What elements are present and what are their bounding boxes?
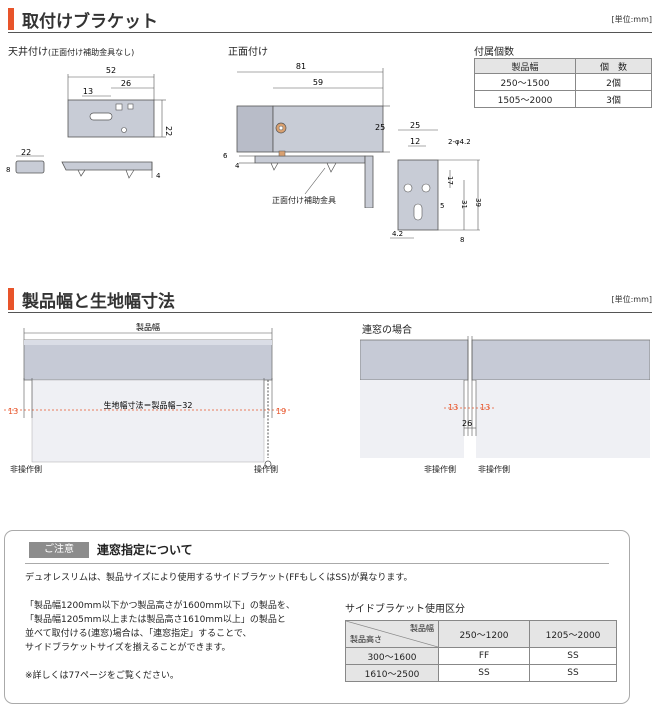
row-header: 1610～2500 <box>345 664 439 682</box>
joint-non-operating-left: 非操作側 <box>424 465 456 474</box>
ceiling-mount-label: 天井付け(正面付け補助金具なし) <box>8 43 134 58</box>
corner-bottom-label: 製品高さ <box>350 635 382 644</box>
section-title: 製品幅と生地幅寸法 <box>22 292 175 312</box>
ceiling-mount-title: 天井付け <box>8 47 48 58</box>
dim-31: 31 <box>460 200 468 209</box>
table-row: 300～1600 FF SS <box>345 647 617 665</box>
joint-right-dim: 13 <box>480 403 490 412</box>
notice-ref: ※詳しくは77ページをご覧ください。 <box>25 671 179 681</box>
section-rule <box>8 32 652 33</box>
section-accent-bar <box>8 288 14 310</box>
dim-25-detail: 25 <box>410 121 420 130</box>
count-cell: 3個 <box>575 90 652 108</box>
joint-non-operating-right: 非操作側 <box>478 465 510 474</box>
corner-diagonal <box>346 621 438 647</box>
fabric-formula: 生地幅寸法＝製品幅−32 <box>104 400 193 410</box>
count-cell: 250～1500 <box>474 73 576 91</box>
headrail <box>23 339 273 381</box>
right-dim: 19 <box>276 407 286 416</box>
unit-label: [単位:mm] <box>611 295 652 304</box>
ceiling-bracket-top-drawing: 52 26 13 22 <box>67 66 173 138</box>
dim-25: 25 <box>375 123 385 132</box>
side-bracket-table: 製品幅 製品高さ 250～1200 1205～2000 300～1600 FF … <box>345 620 617 682</box>
col-header: 1205～2000 <box>529 620 617 648</box>
table-cell: SS <box>438 664 530 682</box>
dim-13: 13 <box>83 87 93 96</box>
dim-5: 5 <box>440 202 444 210</box>
dim-8-detail: 8 <box>460 236 464 244</box>
section-rule <box>8 312 652 313</box>
section-header-bracket: 取付けブラケット [単位:mm] <box>8 6 652 33</box>
section-accent-bar <box>8 8 14 30</box>
table-cell: SS <box>529 664 617 682</box>
ceiling-mount-note: (正面付け補助金具なし) <box>48 48 135 57</box>
dim-6: 6 <box>223 152 228 160</box>
dim-22-bottom: 22 <box>21 148 31 157</box>
count-header-width: 製品幅 <box>474 58 576 74</box>
section-title: 取付けブラケット <box>22 12 158 32</box>
notice-title: 連窓指定について <box>97 543 193 557</box>
dim-4-front: 4 <box>235 162 240 170</box>
left-dim: 13 <box>8 407 18 416</box>
table-row: 1505～2000 3個 <box>474 90 652 108</box>
dim-17: 17 <box>446 176 454 185</box>
side-table-title: サイドブラケット使用区分 <box>345 604 465 615</box>
table-cell: SS <box>529 647 617 665</box>
front-bracket-drawing: 81 59 25 6 4 <box>223 62 390 208</box>
dim-8-left: 8 <box>6 166 10 174</box>
section-header-width: 製品幅と生地幅寸法 [単位:mm] <box>8 286 652 313</box>
bracket-slot <box>89 112 113 121</box>
notice-para-2: 「製品幅1205mm以上または製品高さ1610mm以上」の製品と <box>25 615 286 625</box>
notice-para-4: サイドブラケットサイズを揃えることができます。 <box>25 643 231 653</box>
aux-bracket-label: 正面付け補助金具 <box>272 196 336 205</box>
unit-label: [単位:mm] <box>611 15 652 24</box>
product-width-label: 製品幅 <box>136 322 160 332</box>
dim-59: 59 <box>313 78 323 87</box>
width-diagram: 製品幅 13 19 生地幅寸法＝製品幅−32 <box>4 322 290 468</box>
col-header: 250～1200 <box>438 620 530 648</box>
dim-39: 39 <box>474 198 482 207</box>
notice-para-3: 並べて取付ける(連窓)場合は、「連窓指定」することで、 <box>25 629 252 639</box>
fabric-panel <box>31 379 265 463</box>
corner-top-label: 製品幅 <box>410 624 434 633</box>
dim-81: 81 <box>296 62 306 71</box>
table-row: 250～1500 2個 <box>474 73 652 91</box>
hole-spec: 2-φ4.2 <box>448 138 471 146</box>
operating-side: 操作側 <box>254 465 278 474</box>
count-table-title: 付属個数 <box>474 47 514 58</box>
table-cell: FF <box>438 647 530 665</box>
corner-cell: 製品幅 製品高さ <box>345 620 439 648</box>
dim-52: 52 <box>106 66 116 75</box>
count-cell: 2個 <box>575 73 652 91</box>
dim-4-2: 4.2 <box>392 230 403 238</box>
joint-diagram: 13 13 26 <box>360 336 650 458</box>
notice-line1: デュオレスリムは、製品サイズにより使用するサイドブラケット(FFもしくはSS)が… <box>25 573 413 583</box>
row-header: 300～1600 <box>345 647 439 665</box>
ceiling-bracket-side-drawing: 22 8 4 <box>6 148 161 180</box>
notice-tag: ご注意 <box>29 542 89 558</box>
count-table: 製品幅 個 数 250～1500 2個 1505～2000 3個 <box>474 58 652 108</box>
front-mount-label: 正面付け <box>228 47 268 58</box>
dim-12: 12 <box>410 137 420 146</box>
joint-total-dim: 26 <box>462 419 472 428</box>
joint-title: 連窓の場合 <box>362 325 412 336</box>
count-header-qty: 個 数 <box>575 58 652 74</box>
non-operating-side: 非操作側 <box>10 465 42 474</box>
dim-22-right: 22 <box>164 126 173 136</box>
count-cell: 1505～2000 <box>474 90 576 108</box>
table-row: 1610～2500 SS SS <box>345 664 617 682</box>
notice-box: ご注意 連窓指定について デュオレスリムは、製品サイズにより使用するサイドブラケ… <box>4 530 630 704</box>
notice-rule <box>25 563 609 564</box>
notice-para-1: 「製品幅1200mm以下かつ製品高さが1600mm以下」の製品を、 <box>25 601 295 611</box>
dim-26: 26 <box>121 79 131 88</box>
dim-4: 4 <box>156 172 161 180</box>
joint-left-dim: 13 <box>448 403 458 412</box>
side-bracket-detail-drawing: 25 12 2-φ4.2 39 31 17 5 8 4.2 <box>390 121 482 244</box>
